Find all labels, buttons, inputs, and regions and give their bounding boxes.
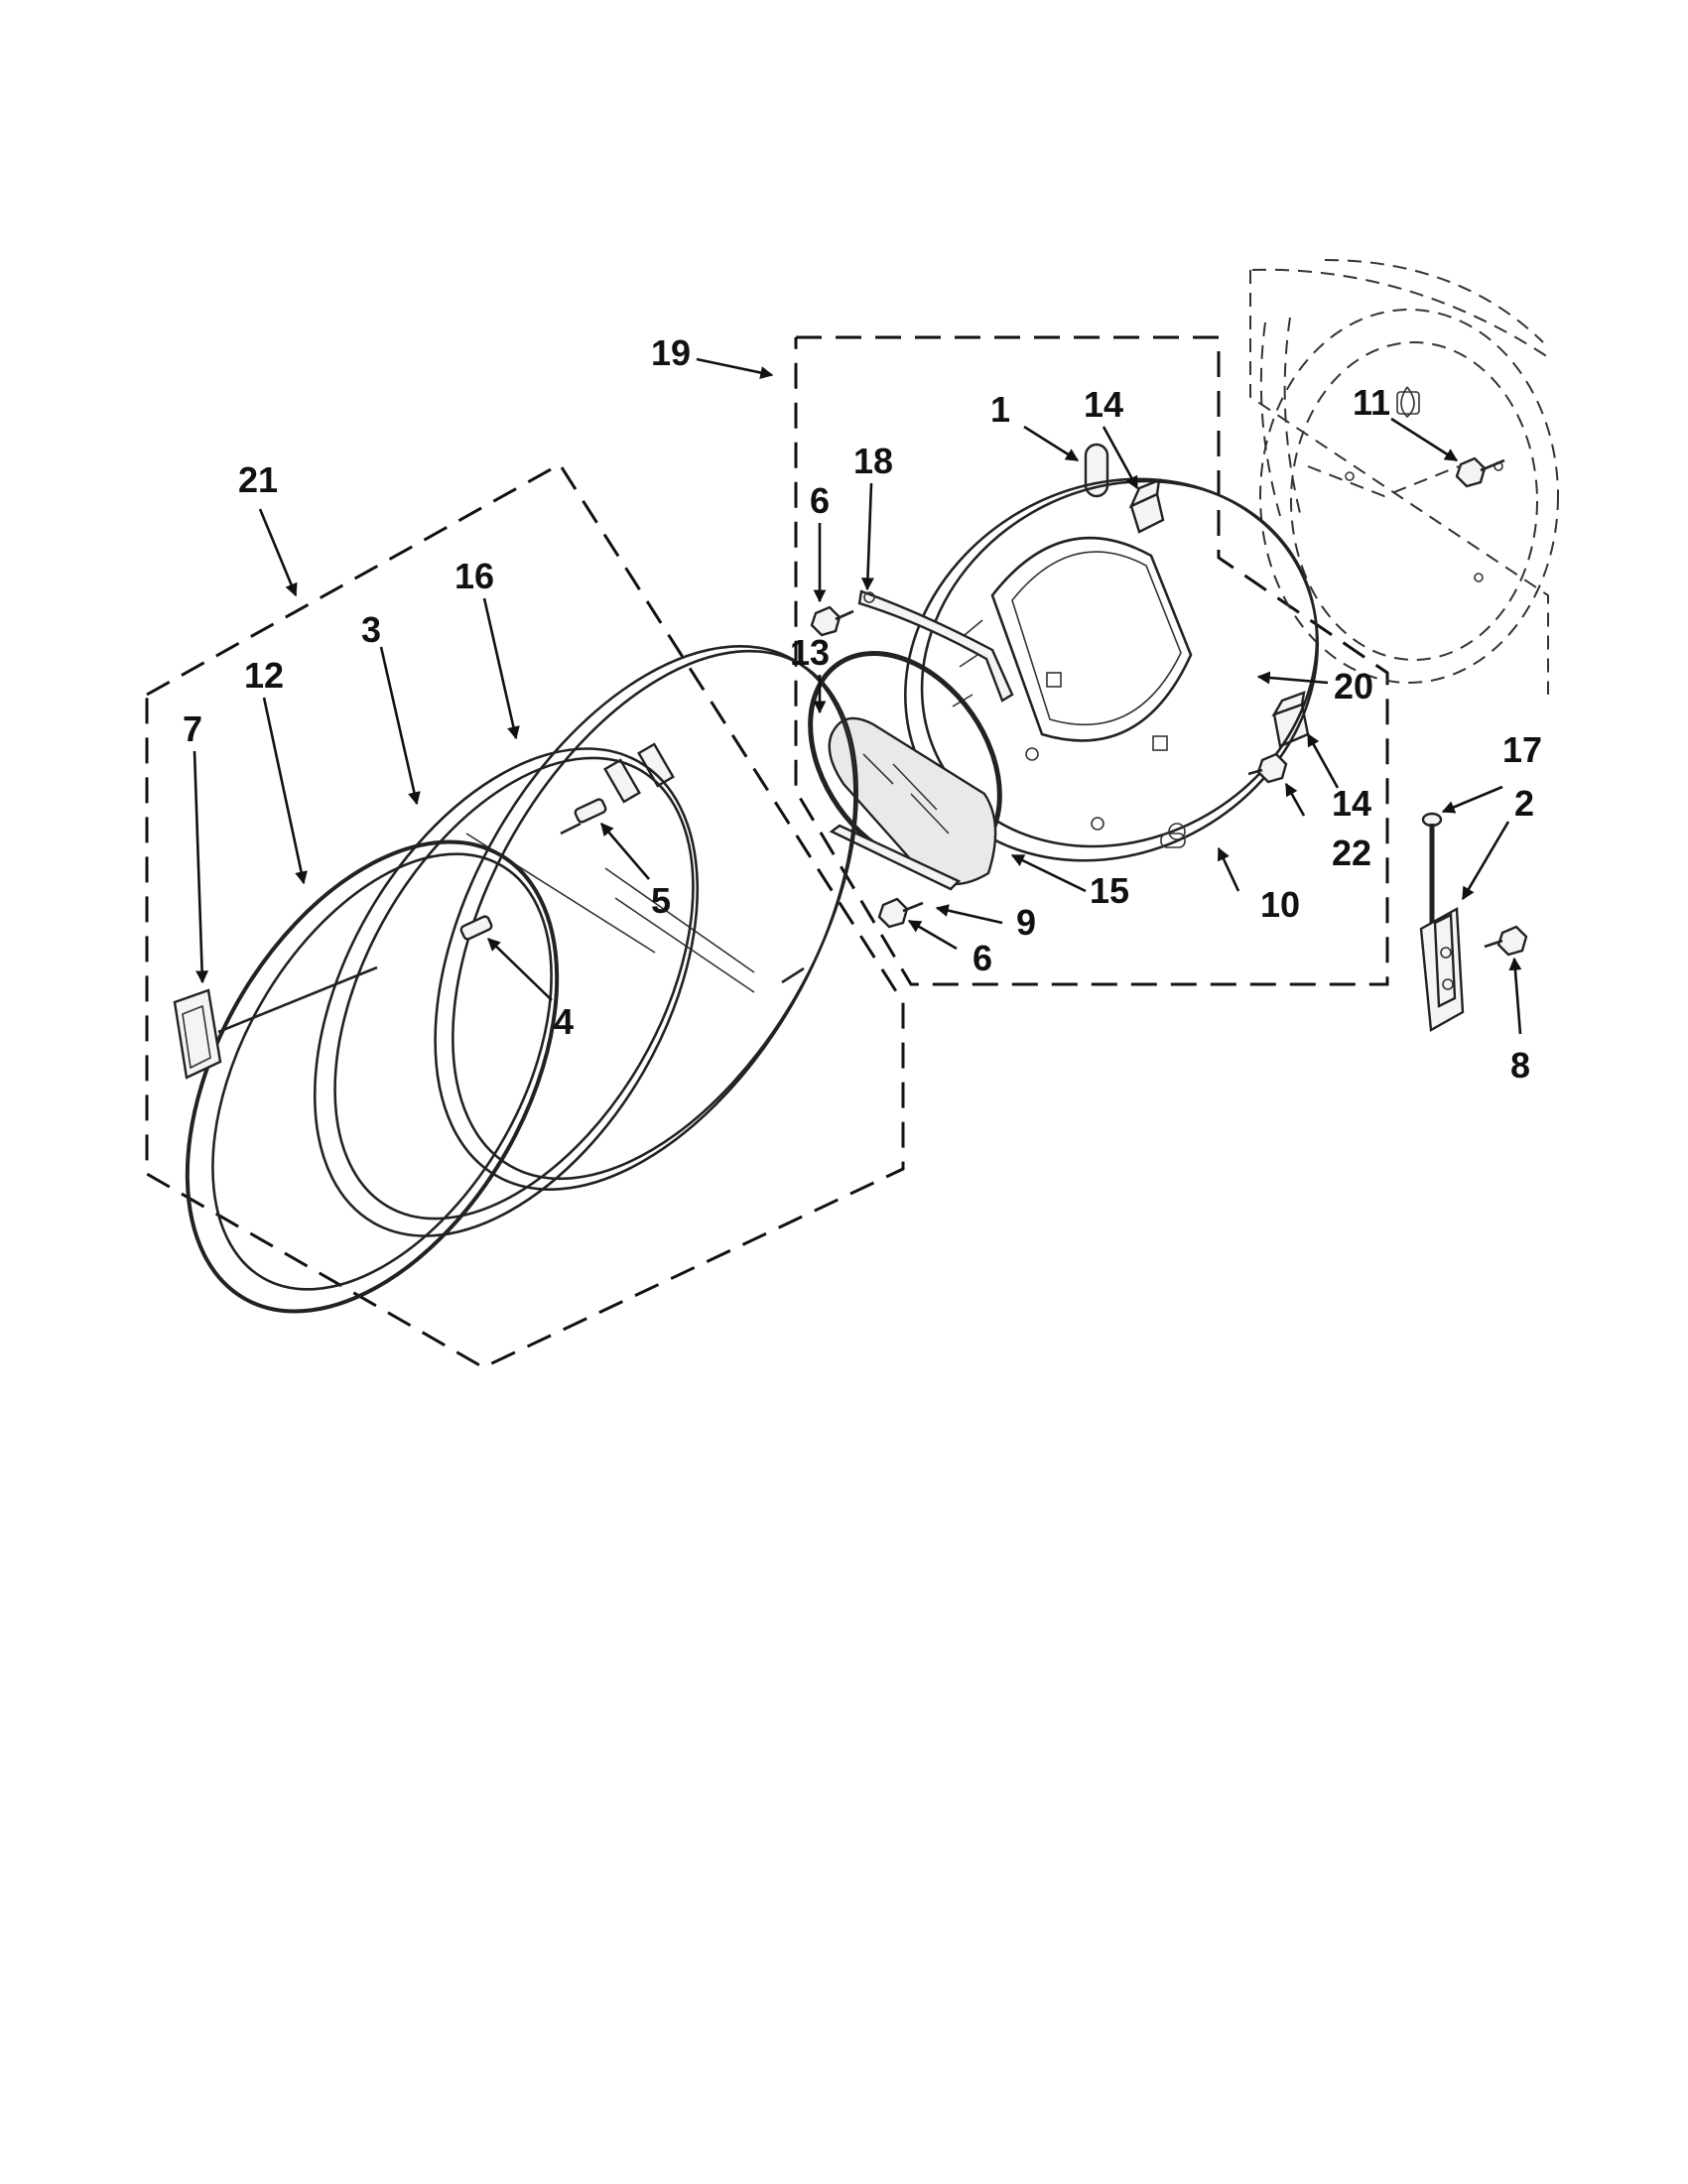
callout-16: 16	[454, 556, 494, 596]
callout-5: 5	[651, 880, 671, 921]
screw-part-4	[459, 915, 493, 941]
callout-6-top: 6	[810, 480, 830, 521]
callout-7: 7	[183, 708, 202, 749]
callout-18: 18	[853, 441, 893, 481]
callout-17: 17	[1502, 729, 1542, 770]
strike-part-14-top	[1128, 478, 1165, 534]
callout-12: 12	[244, 655, 284, 696]
screw-part-11	[1455, 456, 1505, 488]
callout-14-right: 14	[1332, 783, 1371, 824]
callout-labels: 1 2 3 4 5 6 6 7 8 9 10 11 12 13 14 14 15…	[183, 332, 1542, 1086]
door-frame-part-16	[434, 645, 858, 1191]
callout-4: 4	[554, 1001, 574, 1042]
screw-part-6-top	[810, 605, 854, 637]
callout-13: 13	[790, 632, 830, 673]
callout-20: 20	[1334, 666, 1373, 707]
callout-14-top: 14	[1084, 384, 1123, 425]
screw-part-6-bottom	[877, 897, 924, 929]
callout-11: 11	[1353, 382, 1390, 423]
hinge-bar-part-18	[857, 589, 1014, 703]
callout-21: 21	[238, 459, 278, 500]
screw-part-8	[1484, 925, 1528, 957]
callout-22: 22	[1332, 833, 1371, 873]
callout-8: 8	[1510, 1045, 1530, 1086]
trim-part-9	[829, 824, 962, 891]
callout-9: 9	[1016, 902, 1036, 943]
screw-part-22	[1247, 752, 1288, 784]
outer-ring-part-12	[185, 839, 560, 1314]
screw-part-5	[560, 798, 607, 835]
leader-arrows	[193, 357, 1522, 1035]
callout-1: 1	[990, 389, 1010, 430]
assembly-boundary-21	[145, 462, 905, 1369]
callout-6-bottom: 6	[973, 938, 992, 978]
handle-part-7	[173, 965, 378, 1080]
callout-19: 19	[651, 332, 691, 373]
callout-15: 15	[1090, 870, 1129, 911]
callout-10: 10	[1260, 884, 1300, 925]
callout-2: 2	[1514, 783, 1534, 824]
hinge-part-2	[1419, 907, 1465, 1032]
dryer-cabinet-outline	[1249, 259, 1559, 695]
callout-3: 3	[361, 609, 381, 650]
glass-part-13	[828, 716, 997, 886]
assembly-boundary-19	[794, 335, 1389, 986]
